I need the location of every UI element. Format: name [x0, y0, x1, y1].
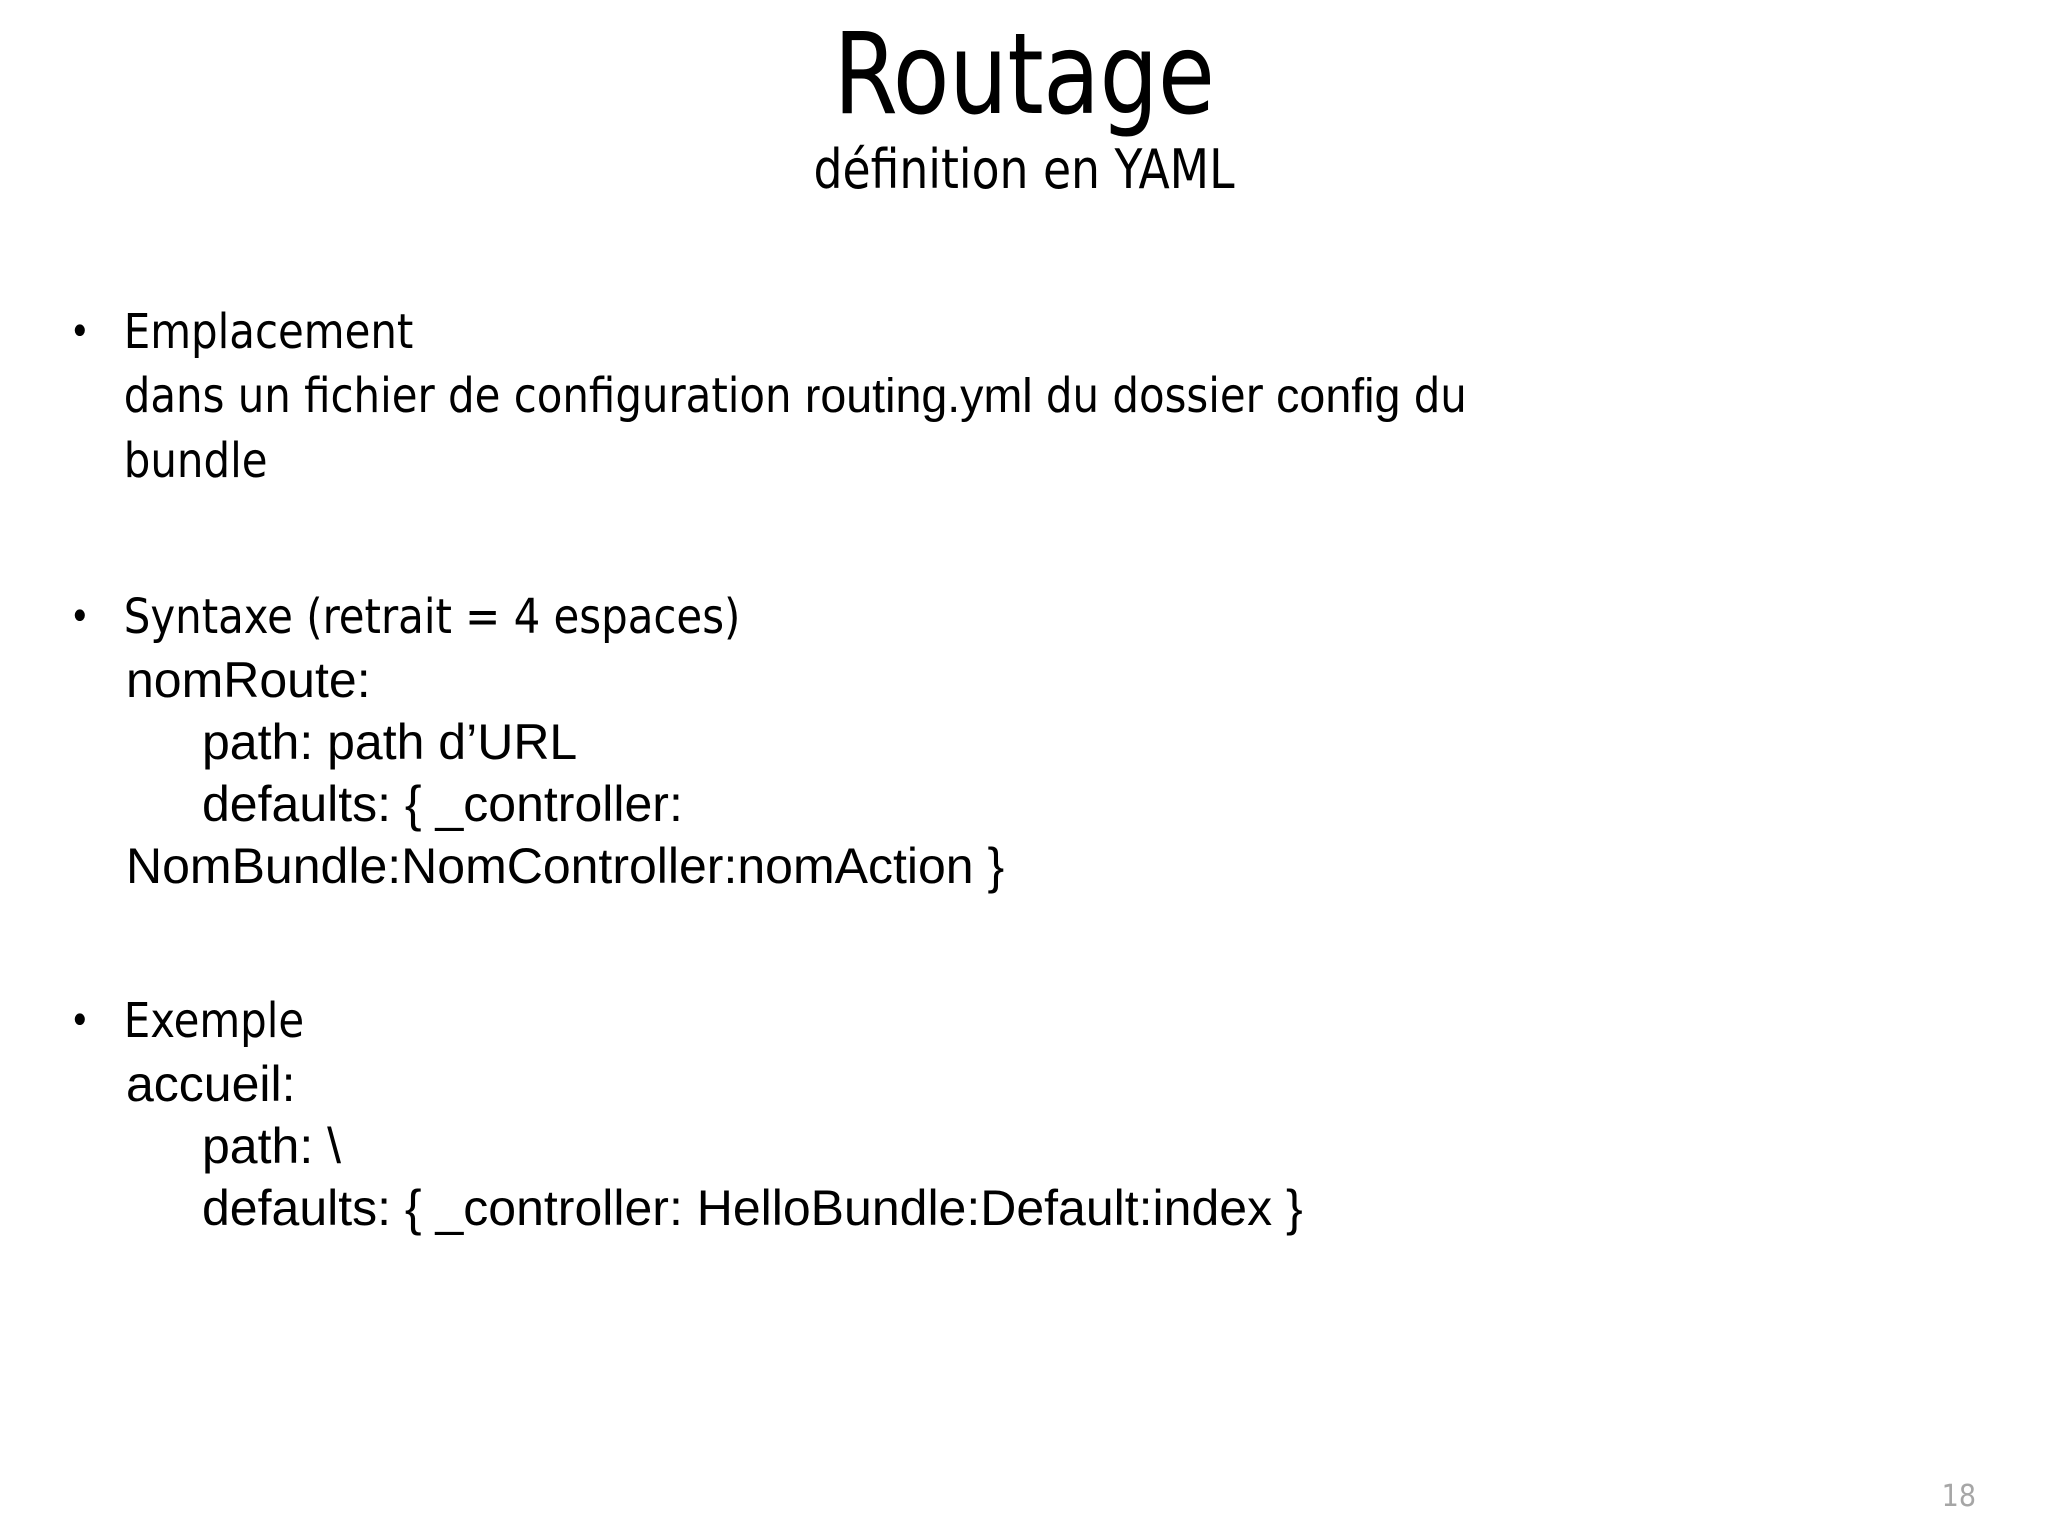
bullet-line-emplacement-detail: dans un fichier de configuration routing…	[52, 364, 1953, 429]
code-token-config: config	[1276, 370, 1401, 423]
bullet-label-syntaxe: Syntaxe (retrait = 4 espaces)	[52, 585, 1953, 649]
code-token-routing-yml: routing.yml	[804, 370, 1033, 423]
spacer-after-syntaxe	[52, 897, 2012, 989]
page-number: 18	[1941, 1479, 1976, 1514]
code-line-exemple-defaults: defaults: { _controller: HelloBundle:Def…	[202, 1180, 1303, 1236]
bullet-label-emplacement: Emplacement	[52, 300, 1953, 364]
text-run-prefix: dans un fichier de configuration	[123, 368, 805, 424]
bullet-label-exemple: Exemple	[52, 989, 1953, 1053]
bullet-group-syntaxe: Syntaxe (retrait = 4 espaces) nomRoute: …	[52, 585, 2012, 897]
slide-body: Emplacement dans un fichier de configura…	[52, 300, 2012, 1239]
page-subtitle: définition en YAML	[813, 138, 1235, 202]
page-title: Routage	[833, 10, 1215, 140]
spacer-after-emplacement	[52, 493, 2012, 585]
code-line-syntaxe-defaults: defaults: { _controller:	[202, 776, 683, 832]
code-line-exemple-path: path: \	[202, 1118, 341, 1174]
bullet-line-emplacement-bundle: bundle	[123, 433, 268, 489]
code-line-syntaxe-controller-ref: NomBundle:NomController:nomAction }	[126, 838, 1005, 894]
code-line-accueil: accueil:	[126, 1056, 296, 1112]
text-run-middle: du dossier	[1032, 368, 1277, 424]
text-run-suffix: du	[1400, 368, 1467, 424]
bullet-group-emplacement: Emplacement dans un fichier de configura…	[52, 300, 2012, 493]
code-line-nomroute: nomRoute:	[126, 652, 371, 708]
title-block: Routage définition en YAML	[0, 18, 2048, 200]
bullet-group-exemple: Exemple accueil: path: \ defaults: { _co…	[52, 989, 2012, 1239]
code-line-syntaxe-path: path: path d’URL	[202, 714, 578, 770]
